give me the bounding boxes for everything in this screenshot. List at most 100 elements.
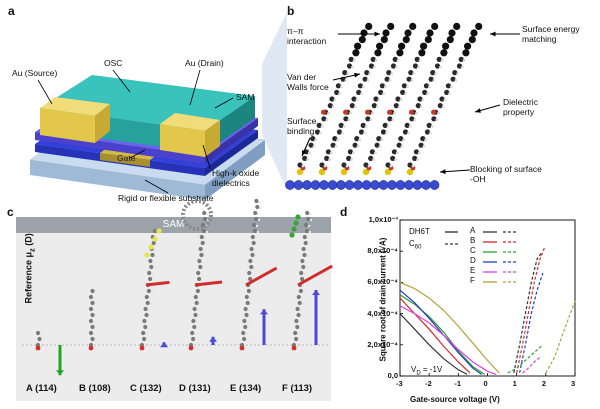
hydrogen-atom (328, 158, 332, 161)
legend-c60: C60 (409, 239, 421, 251)
hydrogen-atom (450, 85, 453, 89)
oxygen-atom (431, 109, 437, 115)
arrow-head (302, 150, 307, 156)
hydrogen-atom (424, 138, 428, 142)
hydrogen-atom (360, 92, 364, 95)
hydrogen-atom (344, 78, 348, 82)
sam-banner: SAM (16, 217, 331, 233)
chain-atom (88, 318, 94, 324)
hydrogen-atom (255, 224, 259, 228)
anchor-atom (340, 168, 348, 176)
aromatic-atom (431, 22, 439, 30)
hydrogen-atom (406, 85, 409, 89)
chain-atom (250, 234, 255, 240)
hydrogen-atom (92, 308, 96, 312)
hydrogen-atom (417, 65, 420, 69)
hydrogen-atom (325, 118, 329, 122)
series-dh6t-line (399, 313, 468, 375)
carbon-atom (445, 83, 451, 89)
aromatic-atom (382, 29, 390, 37)
carbon-atom (387, 116, 393, 122)
aromatic-atom (453, 22, 461, 30)
oxygen-atom (343, 109, 349, 115)
hydrogen-atom (147, 308, 150, 312)
hydrogen-atom (257, 212, 260, 216)
hydrogen-atom (196, 326, 199, 330)
chain-atom (247, 270, 252, 276)
hydrogen-atom (308, 151, 311, 155)
plot-area (399, 219, 576, 377)
hydrogen-atom (441, 105, 445, 108)
carbon-atom (364, 70, 370, 76)
chart-ylabel: Square root of drain current (√A) (378, 237, 388, 362)
hydrogen-atom (305, 266, 308, 270)
hydrogen-atom (352, 151, 355, 155)
x-tick-label: -1 (454, 379, 461, 388)
aromatic-atom (420, 42, 428, 50)
hydrogen-atom (462, 59, 466, 62)
hydrogen-atom (148, 296, 151, 300)
chain-atom (88, 294, 94, 300)
hydrogen-atom (347, 118, 351, 122)
hydrogen-atom (386, 125, 390, 128)
hydrogen-atom (454, 78, 458, 82)
hydrogen-atom (306, 236, 309, 240)
hydrogen-atom (148, 314, 151, 318)
chain-atom (248, 276, 253, 282)
chain-atom (192, 306, 197, 312)
chain-atom (298, 288, 303, 294)
phosphonate-atom (239, 345, 245, 351)
hydrogen-atom (388, 78, 392, 82)
hydrogen-atom (39, 332, 43, 336)
carbon-atom (358, 129, 365, 135)
aromatic-atom (442, 42, 450, 50)
hydrogen-atom (243, 344, 247, 348)
label-blocking: Blocking of surface -OH (470, 164, 542, 184)
molecule-label: C (132) (130, 383, 162, 394)
hydrogen-atom (314, 138, 318, 142)
hydrogen-atom (255, 242, 258, 246)
arrow-head (490, 31, 496, 37)
hydrogen-atom (307, 242, 310, 246)
hydrogen-atom (307, 224, 311, 228)
carbon-atom (414, 56, 420, 63)
chain-atom (300, 258, 305, 264)
hydrogen-atom (254, 254, 257, 258)
series-dh6t-line (399, 294, 485, 375)
chain-atom (151, 240, 156, 246)
legend-series-label: D (470, 256, 476, 265)
hydrogen-atom (434, 72, 438, 75)
carbon-atom (373, 96, 379, 102)
chain-atom (296, 312, 301, 318)
carbon-atom (382, 122, 388, 128)
chain-atom (304, 228, 309, 234)
phosphonate-atom (88, 345, 94, 351)
hydrogen-atom (203, 254, 206, 258)
legend-series-label: E (470, 266, 476, 275)
carbon-atom (349, 103, 355, 109)
hydrogen-atom (377, 98, 381, 102)
hydrogen-atom (320, 125, 324, 128)
hydrogen-atom (306, 158, 310, 161)
hydrogen-atom (413, 118, 417, 122)
molecular-dipole (245, 266, 278, 287)
hydrogen-atom (154, 254, 157, 258)
hydrogen-atom (367, 164, 371, 168)
carbon-atom (376, 136, 382, 142)
aromatic-atom (354, 42, 362, 50)
label-energy: Surface energy matching (522, 24, 580, 44)
series-c60-line (522, 356, 541, 374)
hydrogen-atom (371, 111, 374, 115)
chain-atom (305, 210, 310, 216)
hydrogen-atom (254, 236, 257, 240)
y-tick-label: 4,0x10⁻⁴ (367, 308, 398, 318)
chain-atom (202, 210, 207, 216)
carbon-atom (430, 70, 436, 76)
chain-atom (251, 240, 256, 246)
aromatic-atom (398, 42, 406, 50)
y-tick-label: 8,0x10⁻⁴ (367, 246, 398, 256)
dipole-bar (314, 290, 318, 345)
hydrogen-atom (300, 296, 303, 300)
molecule-label: A (114) (26, 383, 57, 394)
arrow-head (374, 31, 380, 37)
